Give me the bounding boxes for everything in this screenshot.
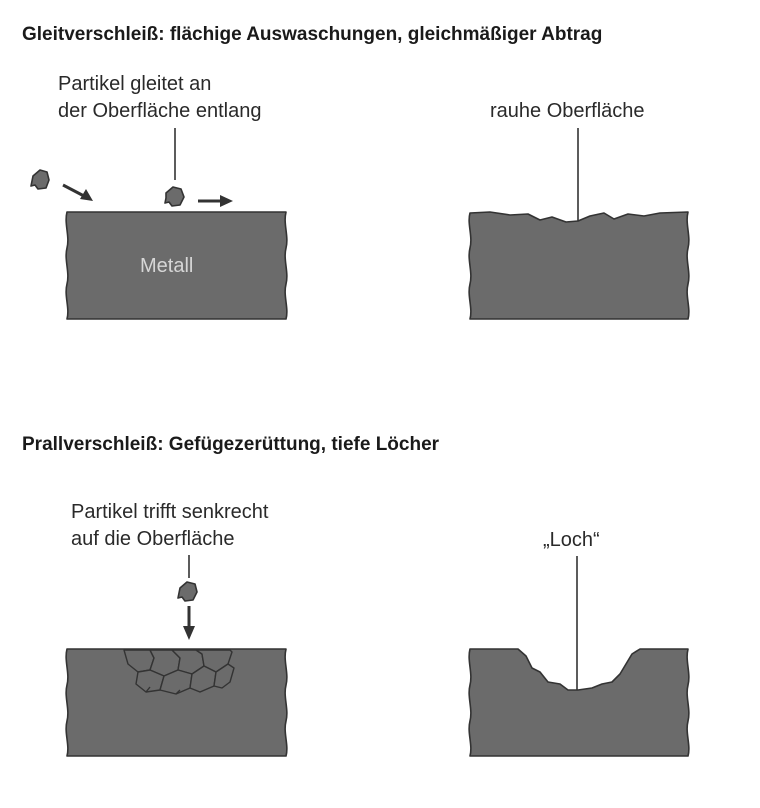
incoming-arrow xyxy=(62,183,93,201)
metal-block-intact xyxy=(65,211,288,320)
impact-particle-label-line1: Partikel trifft senkrecht xyxy=(71,501,269,523)
sliding-wear-heading: Gleitverschleiß: flächige Auswaschungen,… xyxy=(22,24,602,45)
impacting-particle xyxy=(177,581,198,602)
metal-label: Metall xyxy=(140,255,193,277)
metal-block-rough-surface xyxy=(468,211,690,320)
sliding-direction-arrow xyxy=(198,195,233,207)
impact-direction-arrow xyxy=(183,606,195,640)
metal-block-with-hole xyxy=(468,648,690,757)
impact-particle-label-line2: auf die Oberfläche xyxy=(71,528,234,550)
incoming-particle xyxy=(30,169,50,190)
sliding-particle-label-line2: der Oberfläche entlang xyxy=(58,100,261,122)
fractured-grain-zone xyxy=(123,649,235,695)
impact-wear-heading: Prallverschleiß: Gefügezerüttung, tiefe … xyxy=(22,434,440,455)
sliding-particle xyxy=(164,186,185,207)
sliding-particle-label-line1: Partikel gleitet an xyxy=(58,73,211,95)
rough-surface-label: rauhe Oberfläche xyxy=(490,100,645,122)
hole-label: „Loch“ xyxy=(543,529,600,551)
